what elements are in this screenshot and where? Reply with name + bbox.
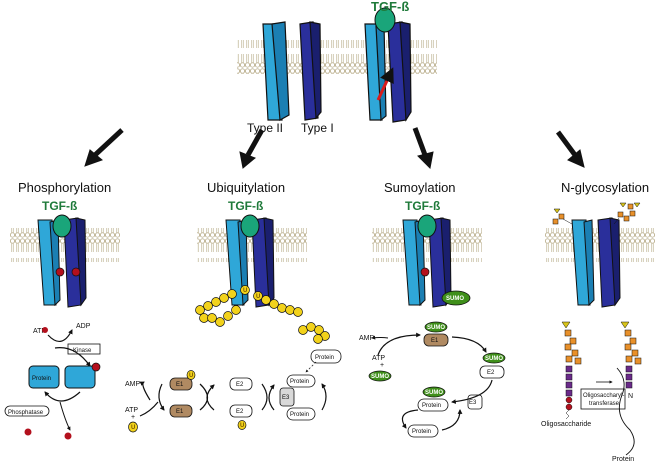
atp-label-ubiq: ATP <box>125 407 138 414</box>
protein-box-sumo-top <box>417 398 449 412</box>
plus-sign-sumo: + <box>380 362 384 369</box>
e2-box-sumo <box>479 365 505 379</box>
nglycosylation-panel: Oligosaccharyl- transferase N Oligosacch… <box>541 202 655 463</box>
ubiquitin-u-label: U <box>256 294 260 300</box>
tgf-beta-ligand-top <box>374 7 396 33</box>
e2-box-ubiq-bottom <box>229 404 253 418</box>
protein-label-ubiq-bottom: Protein <box>290 412 309 418</box>
tgf-beta-label-phospho: TGF-ß <box>42 199 77 213</box>
e2-label-ubiq-bottom: E2 <box>236 409 244 415</box>
tgf-beta-label-ubiq: TGF-ß <box>228 199 263 213</box>
amp-label-sumo: AMP <box>359 335 375 342</box>
protein-box-ubiq-top <box>310 349 342 364</box>
protein-box-sumo-bottom <box>407 424 439 438</box>
ubiquitin-u-label: U <box>189 373 193 379</box>
ubiquitylation-panel: TGF-ß U U Protein AMP ATP + <box>125 199 342 433</box>
ubiquitin-u-label: U <box>131 425 135 431</box>
e2-box-ubiq-top <box>229 377 253 391</box>
sumo-label-protein: SUMO <box>425 390 443 396</box>
protein-label-sumo-bottom: Protein <box>412 429 431 435</box>
enzyme-label-line2: transferase <box>589 401 620 407</box>
e1-label-ubiq-top: E1 <box>176 382 184 388</box>
protein-box-phosphorylated <box>64 365 96 389</box>
pathway-arrows <box>84 127 585 170</box>
type2-receptor-top <box>262 21 290 121</box>
atp-label-phospho: ATP <box>33 328 46 335</box>
ubiquitin-u-label: U <box>243 288 247 294</box>
e1-label-ubiq-bottom: E1 <box>176 409 184 415</box>
adp-label-phospho: ADP <box>76 323 91 330</box>
oligosaccharide-icon <box>620 321 642 389</box>
oligosaccharyltransferase-box <box>580 388 626 410</box>
tgf-beta-label-sumo: TGF-ß <box>405 199 440 213</box>
sumo-label-free: SUMO <box>371 374 389 380</box>
sumo-label-receptor: SUMO <box>446 296 464 302</box>
type2-label: Type II <box>247 121 283 135</box>
e3-label-sumo: E3 <box>469 400 477 406</box>
phosphatase-label: Phosphatase <box>8 410 44 416</box>
protein-label-sumo-top: Protein <box>422 403 441 409</box>
oligosaccharide-icon <box>561 321 582 420</box>
protein-box-ubiq-bottom <box>286 407 316 421</box>
sumo-label-e1: SUMO <box>427 325 445 331</box>
e2-label-sumo: E2 <box>487 370 495 376</box>
sumoylation-panel: TGF-ß SUMO AMP ATP + SUMO SUMO E1 SUMO E… <box>359 199 506 438</box>
e1-box-sumo <box>423 333 449 347</box>
top-panel: TGF-ß Type II Type I <box>237 0 437 135</box>
title-ubiquitylation: Ubiquitylation <box>207 180 285 195</box>
asparagine-label: N <box>628 393 633 400</box>
ubiquitin-u-label: U <box>240 423 244 429</box>
atp-label-sumo: ATP <box>372 355 385 362</box>
oligosaccharide-label: Oligosaccharide <box>541 421 591 428</box>
e1-box-ubiq-bottom <box>169 404 193 418</box>
phospho-site-icon <box>71 267 81 277</box>
kinase-label: Kinase <box>73 348 92 354</box>
ubiquitin-chain-receptor <box>195 285 303 327</box>
activation-arrow-icon <box>376 67 394 101</box>
protein-label-nglyco: Protein <box>612 456 634 463</box>
phosphorylation-panel: TGF-ß ATP ADP Kinase Protein Phosphatase <box>4 199 120 440</box>
enzyme-label-line1: Oligosaccharyl- <box>583 393 624 399</box>
amp-label-ubiq: AMP <box>125 381 141 388</box>
type1-label: Type I <box>301 121 334 135</box>
receptor-complex-top <box>364 7 412 123</box>
tgf-beta-label-top: TGF-ß <box>371 0 409 14</box>
protein-label-ubiq-mid: Protein <box>290 379 309 385</box>
phosphatase-box <box>4 405 50 417</box>
phospho-site-icon <box>55 267 65 277</box>
e3-box-ubiq <box>279 387 295 407</box>
glycan-tree-icon <box>552 202 641 225</box>
e2-label-ubiq-top: E2 <box>236 382 244 388</box>
e1-box-ubiq-top <box>169 377 193 391</box>
protein-box-ubiq-mid <box>286 374 316 388</box>
title-phosphorylation: Phosphorylation <box>18 180 111 195</box>
sumo-tag-receptor <box>441 290 471 306</box>
plus-sign-ubiq: + <box>131 414 135 421</box>
type1-receptor-top <box>299 21 322 121</box>
e3-label-ubiq: E3 <box>282 395 290 401</box>
protein-box-unphosphorylated <box>28 365 60 389</box>
sumo-label-e2: SUMO <box>485 356 503 362</box>
protein-label-phospho: Protein <box>32 376 51 382</box>
title-sumoylation: Sumoylation <box>384 180 456 195</box>
protein-label-ubiq-top: Protein <box>315 355 334 361</box>
e1-label-sumo: E1 <box>431 338 439 344</box>
title-nglycosylation: N-glycosylation <box>561 180 649 195</box>
